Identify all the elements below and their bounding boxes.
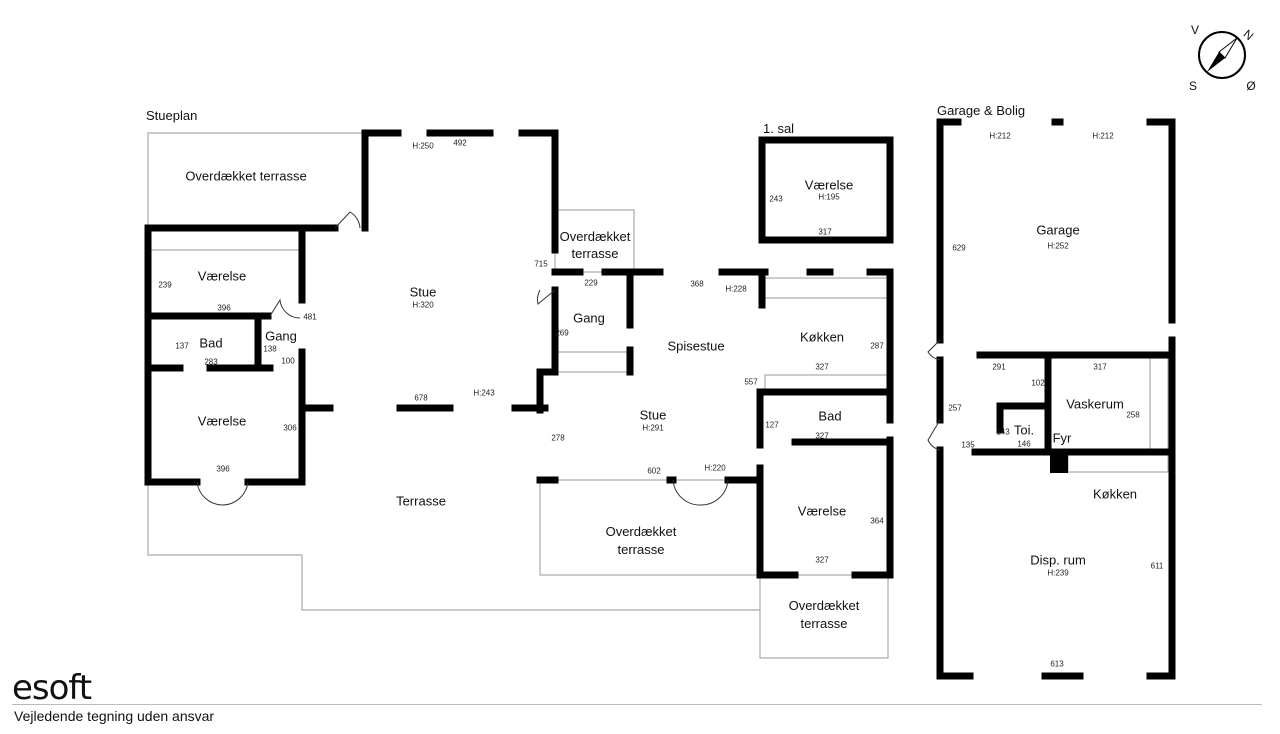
dimension: 613 <box>1050 659 1064 669</box>
room-vaerelse: Værelse <box>197 413 247 429</box>
room-vaskerum: Vaskerum <box>1066 396 1124 412</box>
dimension: 492 <box>453 138 467 148</box>
title-stueplan: Stueplan <box>146 108 198 123</box>
dimension: 396 <box>216 464 230 474</box>
dimension: 291 <box>992 362 1006 372</box>
room-toilet: Toi. <box>1013 422 1035 438</box>
room-gang: Gang <box>265 328 297 344</box>
room-kokken: Køkken <box>1092 486 1138 502</box>
dimension: 368 <box>690 279 704 289</box>
room-spisestue: Spisestue <box>667 338 725 354</box>
room-vaerelse: Værelse <box>197 268 247 284</box>
dimension: 629 <box>952 243 966 253</box>
dimension: 327 <box>815 431 829 441</box>
footer-divider <box>12 704 1262 705</box>
room-terrasse: Terrasse <box>396 493 446 509</box>
dimension: 557 <box>744 377 758 387</box>
room-overdaekket-terrasse: Overdækket terrasse <box>606 523 677 559</box>
walls <box>144 118 1176 680</box>
compass-w: V <box>1190 23 1200 37</box>
dimension: 283 <box>204 357 218 367</box>
dimension: 396 <box>217 303 231 313</box>
dimension: 143 <box>996 427 1010 437</box>
room-stue: Stue <box>639 407 667 423</box>
dimension: 278 <box>551 433 565 443</box>
ceiling-height: H:252 <box>1047 241 1069 251</box>
compass-e: Ø <box>1246 79 1256 93</box>
door-swings <box>196 211 941 506</box>
ceiling-height: H:220 <box>704 463 726 473</box>
title-garage-bolig: Garage & Bolig <box>937 103 1026 118</box>
dimension: 138 <box>263 344 277 354</box>
ceiling-height: H:212 <box>1092 131 1114 141</box>
title-1-sal: 1. sal <box>763 121 795 136</box>
dimension: 602 <box>647 466 661 476</box>
dimension: 327 <box>815 555 829 565</box>
room-vaerelse: Værelse <box>797 503 847 519</box>
label-line: terrasse <box>571 246 619 261</box>
dimension: 317 <box>818 227 832 237</box>
dimension: 243 <box>769 194 783 204</box>
room-kokken: Køkken <box>799 329 845 345</box>
dimension: 257 <box>948 403 962 413</box>
dimension: 102 <box>1031 378 1045 388</box>
dimension: 306 <box>283 423 297 433</box>
room-overdaekket-terrasse: Overdækket terrasse <box>560 228 631 262</box>
ceiling-height: H:228 <box>725 284 747 294</box>
label-line: Overdækket <box>559 229 631 244</box>
disclaimer: Vejledende tegning uden ansvar <box>14 708 215 724</box>
dimension: 229 <box>584 278 598 288</box>
room-bad: Bad <box>199 335 223 351</box>
dimension: 678 <box>414 393 428 403</box>
dimension: 715 <box>534 259 548 269</box>
dimension: 239 <box>158 280 172 290</box>
room-bad: Bad <box>818 408 842 424</box>
dimension: 364 <box>870 516 884 526</box>
label-line: terrasse <box>617 542 665 557</box>
ceiling-height: H:243 <box>473 388 495 398</box>
ceiling-height: H:212 <box>989 131 1011 141</box>
room-garage: Garage <box>1036 222 1080 238</box>
dimension: 611 <box>1150 561 1164 571</box>
label-line: terrasse <box>800 616 848 631</box>
room-stue: Stue <box>409 284 437 300</box>
dimension: 269 <box>555 328 569 338</box>
room-gang: Gang <box>573 310 605 326</box>
ceiling-height: H:320 <box>412 300 434 310</box>
ceiling-height: H:195 <box>818 192 840 202</box>
ceiling-height: H:291 <box>642 423 664 433</box>
dimension: 135 <box>961 440 975 450</box>
dimension: 146 <box>1017 439 1031 449</box>
room-overdaekket-terrasse: Overdækket terrasse <box>185 168 307 184</box>
dimension: 481 <box>303 312 317 322</box>
room-fyr: Fyr <box>1052 430 1072 446</box>
dimension: 258 <box>1126 410 1140 420</box>
dimension: 327 <box>815 362 829 372</box>
compass-icon: N Ø S V <box>1185 18 1260 93</box>
dimension: 287 <box>870 341 884 351</box>
label-line: Overdækket <box>605 524 677 539</box>
room-overdaekket-terrasse: Overdækket terrasse <box>789 597 860 633</box>
label-line: Overdækket <box>788 598 860 613</box>
compass-s: S <box>1188 79 1198 93</box>
dimension: 317 <box>1093 362 1107 372</box>
dimension: 127 <box>765 420 779 430</box>
dimension: 100 <box>281 356 295 366</box>
room-vaerelse: Værelse <box>804 177 854 193</box>
ceiling-height: H:239 <box>1047 568 1069 578</box>
ceiling-height: H:250 <box>412 141 434 151</box>
dimension: 137 <box>175 341 189 351</box>
esoft-logo: esoft <box>12 668 92 708</box>
room-disp-rum: Disp. rum <box>1030 552 1086 568</box>
